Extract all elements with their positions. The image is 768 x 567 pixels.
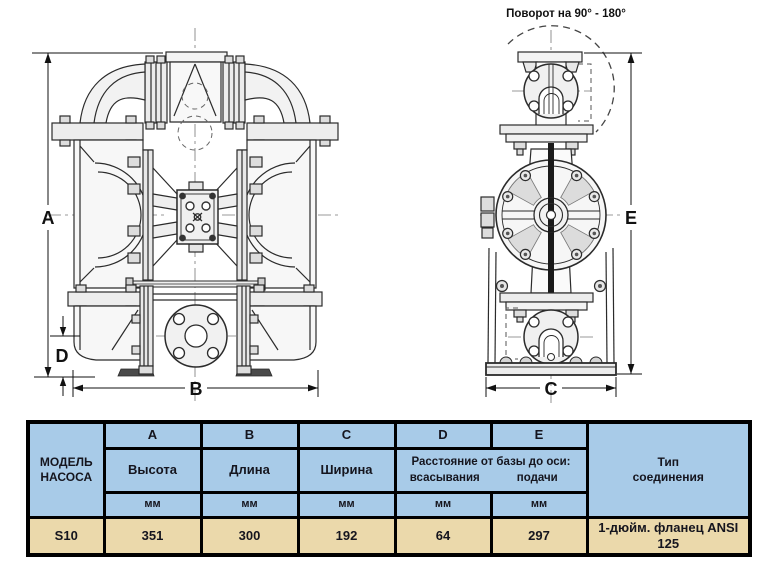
names-row: Высота Длина Ширина Расстояние от базы д… xyxy=(28,446,750,494)
dim-label-b: B xyxy=(190,379,203,399)
data-row: S10 351 300 192 64 297 1-дюйм. фланец AN… xyxy=(26,515,752,557)
unit-e-cell: мм xyxy=(489,490,589,519)
air-inlet-tabs xyxy=(480,196,495,239)
letter-e-cell: E xyxy=(489,420,589,450)
dimension-e xyxy=(584,52,642,375)
hub xyxy=(533,197,569,233)
letter-c-cell: C xyxy=(296,420,397,450)
unit-d-cell: мм xyxy=(393,490,493,519)
dim-label-e: E xyxy=(625,208,637,228)
unit-b-cell: мм xyxy=(199,490,300,519)
pump-drawing-svg: A D B xyxy=(32,8,642,404)
left-chamber xyxy=(73,139,154,289)
center-arms xyxy=(152,167,238,267)
model-value: S10 xyxy=(26,515,106,557)
dimension-c xyxy=(485,377,617,397)
side-upper-plates xyxy=(499,124,594,156)
name-c-cell: Ширина xyxy=(296,446,397,494)
base-plate xyxy=(485,356,617,376)
de-sub-d: всасывания xyxy=(409,471,480,484)
value-a: 351 xyxy=(102,515,203,557)
dimension-b xyxy=(72,370,319,397)
base-legs xyxy=(487,247,615,364)
top-flange-stacks xyxy=(144,55,246,130)
value-d: 64 xyxy=(393,515,493,557)
tie-rod xyxy=(125,277,266,291)
name-a-cell: Высота xyxy=(102,446,203,494)
letter-b-cell: B xyxy=(199,420,300,450)
suction-flange xyxy=(131,285,259,375)
spec-table: МОДЕЛЬ НАСОСА A B C D E Тип соединения В… xyxy=(26,420,752,557)
de-sub-labels: всасывания подачи xyxy=(399,471,584,485)
connection-header-cell: Тип соединения xyxy=(585,420,752,519)
name-b-cell: Длина xyxy=(199,446,300,494)
value-e: 297 xyxy=(489,515,589,557)
letter-d-cell: D xyxy=(393,420,493,450)
front-view xyxy=(48,28,340,404)
connection-value: 1-дюйм. фланец ANSI 125 xyxy=(585,515,752,557)
side-view xyxy=(480,25,622,404)
model-header-cell: МОДЕЛЬ НАСОСА xyxy=(26,420,106,519)
rotation-arc xyxy=(507,25,615,133)
letters-row: МОДЕЛЬ НАСОСА A B C D E Тип соединения xyxy=(26,420,752,519)
dim-label-a: A xyxy=(42,208,55,228)
dim-label-d: D xyxy=(56,346,69,366)
center-block xyxy=(176,181,219,253)
letter-a-cell: A xyxy=(102,420,203,450)
dimension-a xyxy=(32,52,163,378)
units-row: мм мм мм мм мм xyxy=(28,490,750,519)
de-header-cell: Расстояние от базы до оси: всасывания по… xyxy=(393,446,589,494)
de-header-text: Расстояние от базы до оси: xyxy=(411,456,571,469)
value-b: 300 xyxy=(199,515,300,557)
dim-label-c: C xyxy=(545,379,558,399)
unit-c-cell: мм xyxy=(296,490,397,519)
unit-a-cell: мм xyxy=(102,490,203,519)
dimension-d xyxy=(50,316,80,396)
upper-side-plates xyxy=(51,115,339,147)
pump-dimensional-drawing: A D B xyxy=(32,8,642,404)
de-sub-e: подачи xyxy=(516,471,558,484)
value-c: 192 xyxy=(296,515,397,557)
side-bottom-flange xyxy=(505,307,579,365)
rotation-note: Поворот на 90° - 180° xyxy=(506,8,626,20)
side-top-flange xyxy=(517,51,592,127)
right-chamber xyxy=(236,139,317,289)
